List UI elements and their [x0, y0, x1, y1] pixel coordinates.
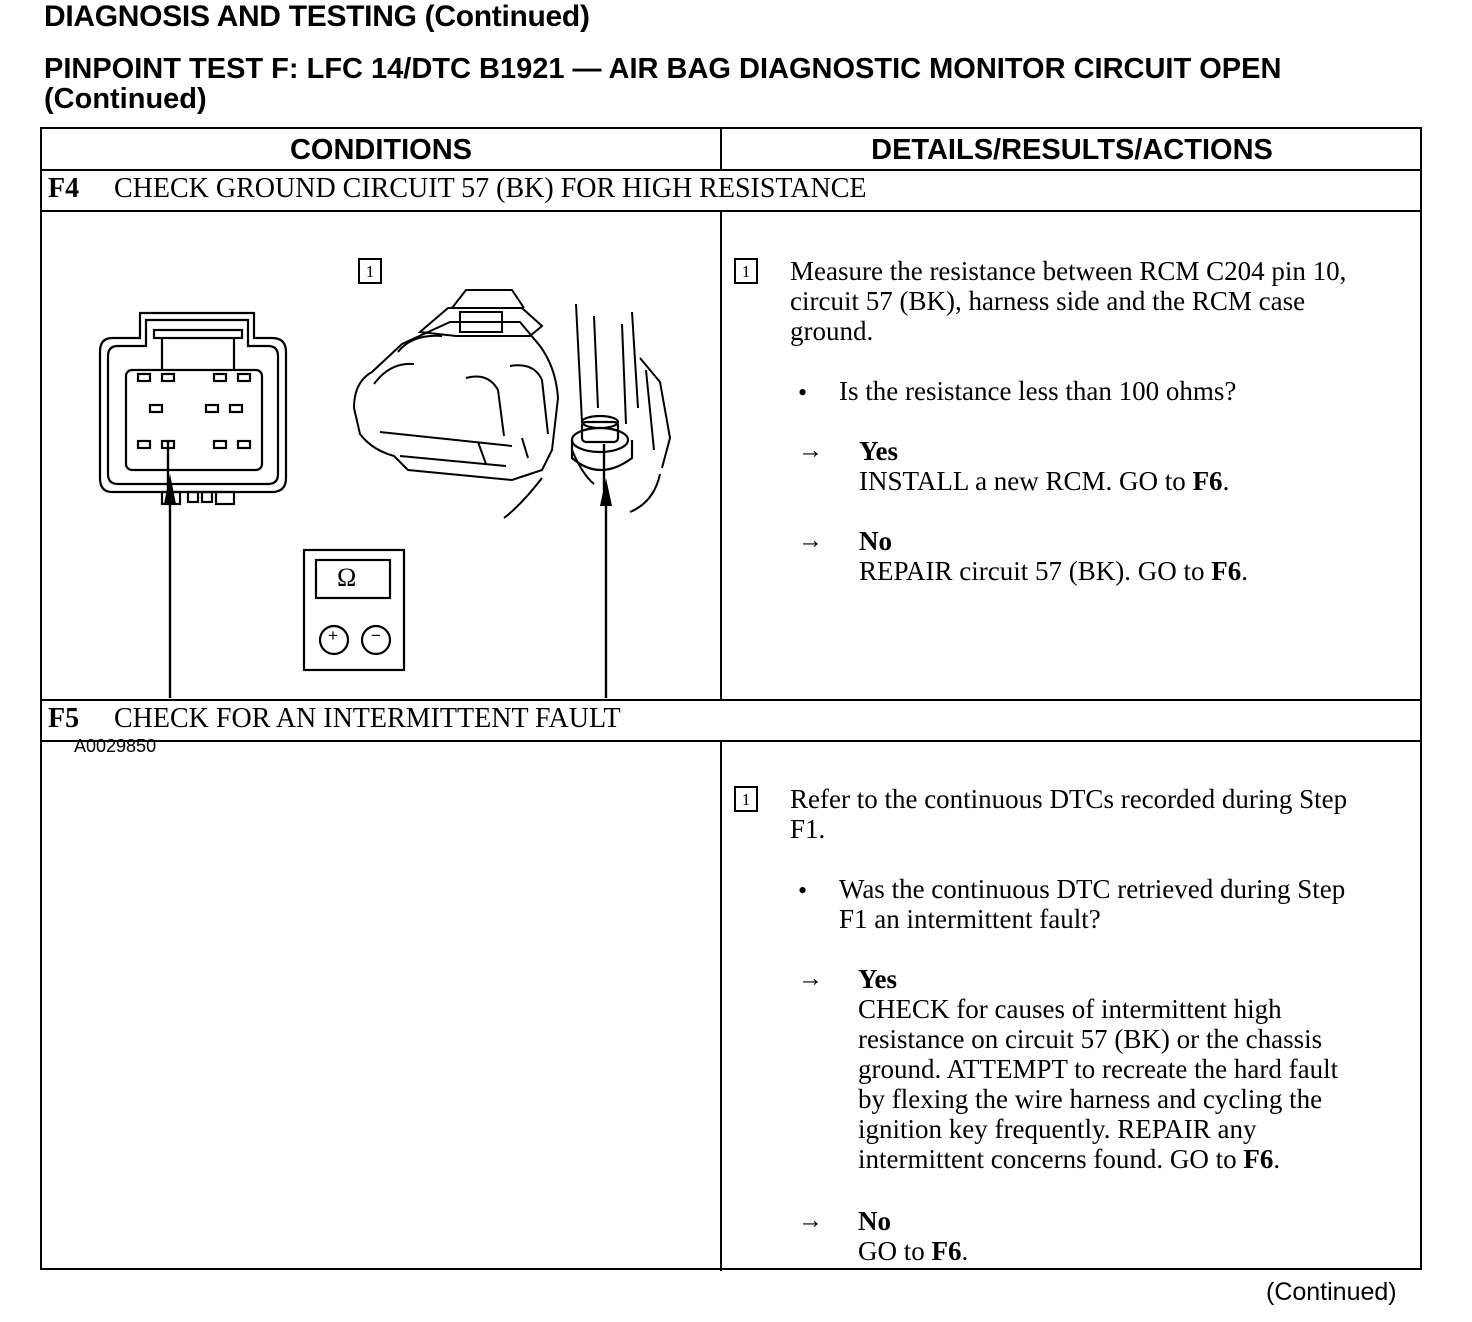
meter-minus-terminal: −: [371, 626, 381, 645]
figure-callout-1: 1: [358, 258, 382, 284]
page-title: DIAGNOSIS AND TESTING (Continued): [44, 0, 590, 33]
bullet-icon: •: [798, 378, 808, 407]
rcm-connector-c204: [98, 311, 288, 506]
positive-probe-tip: [164, 474, 176, 504]
rcm-module-connector: [352, 289, 672, 519]
step-f4-heading: F4 CHECK GROUND CIRCUIT 57 (BK) FOR HIGH …: [48, 173, 867, 205]
yes-result: Yes CHECK for causes of intermittent hig…: [858, 964, 1339, 1174]
action-instruction: Refer to the continuous DTCs recorded du…: [790, 784, 1348, 844]
continued-footer: (Continued): [1266, 1278, 1397, 1306]
conditions-column-header: CONDITIONS: [289, 134, 473, 166]
step-f5-heading: F5 CHECK FOR AN INTERMITTENT FAULT: [48, 703, 621, 735]
pinpoint-test-title: PINPOINT TEST F: LFC 14/DTC B1921 — AIR …: [44, 53, 1282, 115]
step-f4-id: F4: [48, 173, 80, 204]
action-number-box: 1: [734, 258, 758, 284]
no-result: No GO to F6.: [858, 1206, 969, 1266]
bullet-icon: •: [798, 876, 808, 905]
details-column-header: DETAILS/RESULTS/ACTIONS: [871, 134, 1273, 166]
no-result: No REPAIR circuit 57 (BK). GO to F6.: [859, 526, 1248, 586]
check-question: Is the resistance less than 100 ohms?: [839, 376, 1237, 406]
step-f5-id: F5: [48, 703, 80, 734]
step-f4-details: 1 Measure the resistance between RCM C20…: [722, 212, 1422, 698]
negative-probe-tip: [600, 478, 612, 506]
step-f5-details: 1 Refer to the continuous DTCs recorded …: [722, 742, 1422, 1268]
action-instruction: Measure the resistance between RCM C204 …: [790, 256, 1347, 346]
step-f5-title: CHECK FOR AN INTERMITTENT FAULT: [114, 703, 621, 734]
ohmmeter-icon: [302, 548, 406, 672]
check-question: Was the continuous DTC retrieved during …: [839, 874, 1346, 934]
ground-bolt: [570, 414, 634, 471]
step-f4-figure: 1: [42, 212, 718, 756]
arrow-right-icon: →: [798, 527, 823, 554]
yes-result: Yes INSTALL a new RCM. GO to F6.: [859, 436, 1230, 496]
arrow-right-icon: →: [798, 437, 823, 464]
arrow-right-icon: →: [798, 1207, 823, 1234]
ohmmeter-connector-diagram: [98, 289, 672, 698]
arrow-right-icon: →: [798, 965, 823, 992]
meter-plus-terminal: +: [328, 626, 338, 645]
action-number-box: 1: [734, 786, 758, 812]
step-f4-title: CHECK GROUND CIRCUIT 57 (BK) FOR HIGH RE…: [114, 173, 867, 204]
ohm-symbol: Ω: [337, 563, 357, 592]
